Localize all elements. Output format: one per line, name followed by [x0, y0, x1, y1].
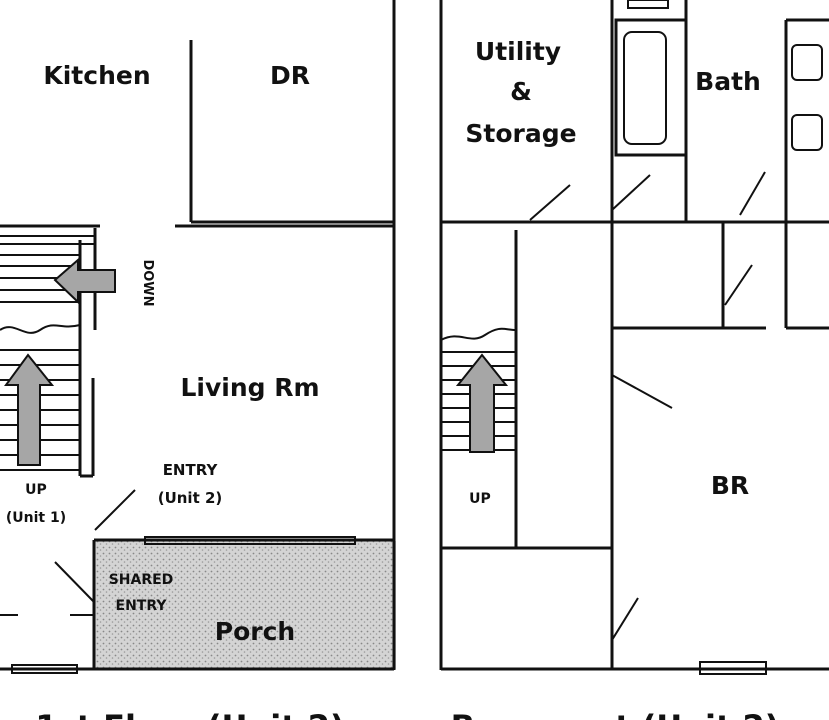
stair-up-unit-label: (Unit 1) [6, 510, 66, 526]
room-label-utility: Utility [475, 37, 561, 66]
basement-up-arrow-icon [455, 353, 509, 453]
room-label-utility-amp: & [510, 77, 532, 106]
shared-entry-label: ENTRY [116, 598, 168, 614]
floor1-title: 1st Floor (Unit 2) [35, 708, 344, 720]
room-label-br: BR [711, 471, 749, 500]
room-label-living: Living Rm [180, 373, 319, 402]
entry-unit-label: (Unit 2) [158, 489, 223, 507]
stair-down-label: DOWN [140, 259, 155, 306]
basement-stair-up-label: UP [469, 491, 491, 507]
room-label-porch: Porch [215, 617, 295, 646]
stair-up-label: UP [25, 482, 47, 498]
porch-area [94, 541, 396, 669]
entry-label: ENTRY [163, 461, 219, 479]
down-arrow-icon [53, 257, 116, 305]
shared-label: SHARED [109, 572, 174, 588]
basement-plan [439, 0, 829, 675]
first-floor-plan [0, 0, 396, 674]
basement-title: Basement (Unit 2) [451, 708, 780, 720]
up-arrow-icon [4, 353, 55, 466]
room-label-storage: Storage [465, 119, 576, 148]
room-label-bath: Bath [695, 67, 761, 96]
room-label-kitchen: Kitchen [43, 61, 150, 90]
room-label-dr: DR [270, 61, 310, 90]
